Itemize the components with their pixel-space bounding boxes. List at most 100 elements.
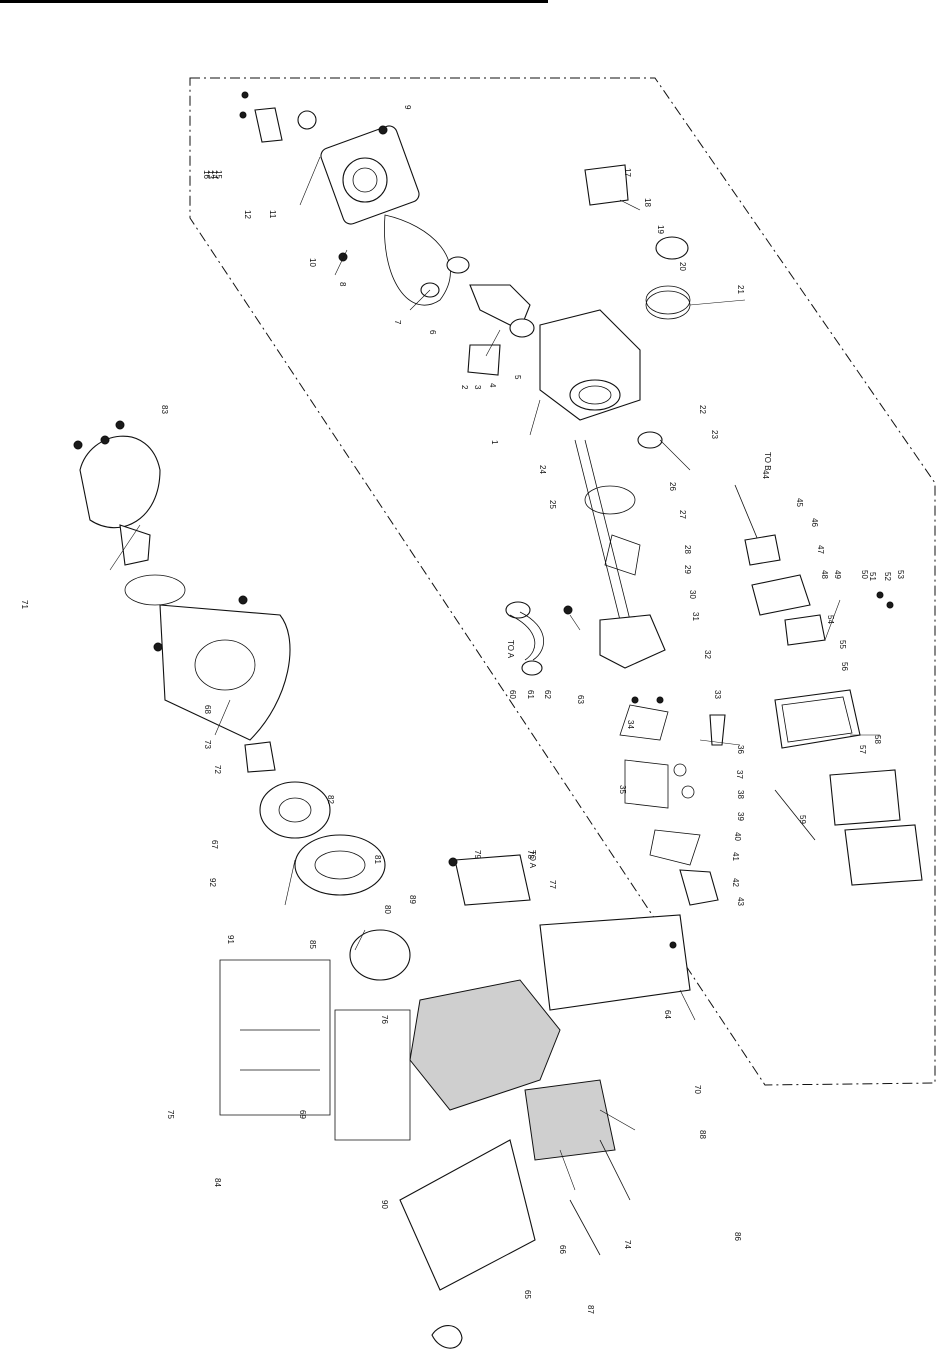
part-label-33: 33	[713, 690, 722, 699]
part-label-74: 74	[623, 1240, 632, 1249]
part-label-61: 61	[526, 690, 535, 699]
recoil-starter-group	[73, 420, 186, 606]
piston-group	[584, 164, 691, 320]
part-label-71: 71	[20, 600, 29, 609]
part-label-49: 49	[833, 570, 842, 579]
part-label-83: 83	[160, 405, 169, 414]
part-label-59: 59	[798, 815, 807, 824]
part-label-87: 87	[586, 1305, 595, 1314]
part-label-57: 57	[858, 745, 867, 754]
part-label-13: 13	[206, 170, 215, 179]
header-rule	[0, 0, 548, 3]
gasket-pushrod-group	[574, 439, 641, 621]
part-label-20: 20	[678, 262, 687, 271]
part-label-91: 91	[226, 935, 235, 944]
cylinder-block	[539, 309, 663, 449]
assembly-boundary	[189, 77, 936, 1086]
part-label-82: 82	[326, 795, 335, 804]
part-label-7: 7	[393, 320, 402, 325]
part-label-62: 62	[543, 690, 552, 699]
part-label-16: 16	[202, 170, 211, 179]
part-label-30: 30	[688, 590, 697, 599]
part-label-41: 41	[731, 852, 740, 861]
part-label-35: 35	[618, 785, 627, 794]
part-label-50: 50	[860, 570, 869, 579]
part-label-11: 11	[268, 210, 277, 219]
part-label-80: 80	[383, 905, 392, 914]
part-label-8: 8	[338, 282, 347, 287]
part-label-22: 22	[698, 405, 707, 414]
part-label-77: 77	[548, 880, 557, 889]
rocker-group	[619, 704, 719, 906]
part-label-25: 25	[548, 500, 557, 509]
part-label-78: 78	[526, 850, 535, 859]
part-label-81: 81	[373, 855, 382, 864]
part-label-17: 17	[623, 168, 632, 177]
part-label-26: 26	[668, 482, 677, 491]
part-label-76: 76	[380, 1015, 389, 1024]
part-label-2: 2	[460, 385, 469, 390]
part-label-9: 9	[403, 105, 412, 110]
leader-lines	[109, 156, 880, 1191]
fan-shroud	[153, 595, 291, 741]
cylinder-head	[599, 614, 726, 746]
lower-cover	[399, 1139, 536, 1349]
frame-group	[219, 959, 411, 1141]
connector-notes: TO B TO A TO A	[506, 452, 772, 869]
part-label-43: 43	[736, 897, 745, 906]
connector-note: TO A	[506, 640, 515, 659]
part-label-45: 45	[795, 498, 804, 507]
part-label-48: 48	[820, 570, 829, 579]
part-label-58: 58	[873, 735, 882, 744]
part-label-47: 47	[816, 545, 825, 554]
muffler-group	[524, 1079, 631, 1256]
part-label-73: 73	[203, 740, 212, 749]
part-label-40: 40	[733, 832, 742, 841]
part-label-46: 46	[810, 518, 819, 527]
part-label-65: 65	[523, 1290, 532, 1299]
part-label-15: 15	[214, 170, 223, 179]
part-label-10: 10	[308, 258, 317, 267]
part-label-39: 39	[736, 812, 745, 821]
crankshaft-group	[420, 256, 535, 376]
part-label-51: 51	[868, 572, 877, 581]
part-label-14: 14	[210, 170, 219, 179]
part-label-66: 66	[558, 1245, 567, 1254]
part-label-69: 69	[298, 1110, 307, 1119]
part-label-86: 86	[733, 1232, 742, 1241]
part-label-5: 5	[513, 375, 522, 380]
part-label-53: 53	[896, 570, 905, 579]
part-label-37: 37	[735, 770, 744, 779]
part-label-90: 90	[380, 1200, 389, 1209]
part-label-75: 75	[166, 1110, 175, 1119]
crankcase-cover-group	[239, 91, 451, 306]
part-label-56: 56	[840, 662, 849, 671]
part-label-6: 6	[428, 330, 437, 335]
connector-note: TO A	[528, 850, 537, 869]
part-label-1: 1	[490, 440, 499, 445]
part-label-32: 32	[703, 650, 712, 659]
part-label-24: 24	[538, 465, 547, 474]
part-label-60: 60	[508, 690, 517, 699]
part-label-88: 88	[698, 1130, 707, 1139]
part-label-27: 27	[678, 510, 687, 519]
exhaust-pipe-group	[505, 601, 573, 676]
carburetor-group	[734, 484, 894, 646]
part-label-21: 21	[736, 285, 745, 294]
part-label-31: 31	[691, 612, 700, 621]
part-label-29: 29	[683, 565, 692, 574]
part-label-85: 85	[308, 940, 317, 949]
connector-note: TO B	[763, 452, 772, 471]
part-label-38: 38	[736, 790, 745, 799]
part-label-3: 3	[473, 385, 482, 390]
part-label-23: 23	[710, 430, 719, 439]
part-label-52: 52	[883, 572, 892, 581]
part-label-54: 54	[826, 615, 835, 624]
part-label-92: 92	[208, 878, 217, 887]
part-label-84: 84	[213, 1178, 222, 1187]
part-label-70: 70	[693, 1085, 702, 1094]
engine-body	[349, 854, 691, 1111]
part-label-4: 4	[488, 383, 497, 388]
